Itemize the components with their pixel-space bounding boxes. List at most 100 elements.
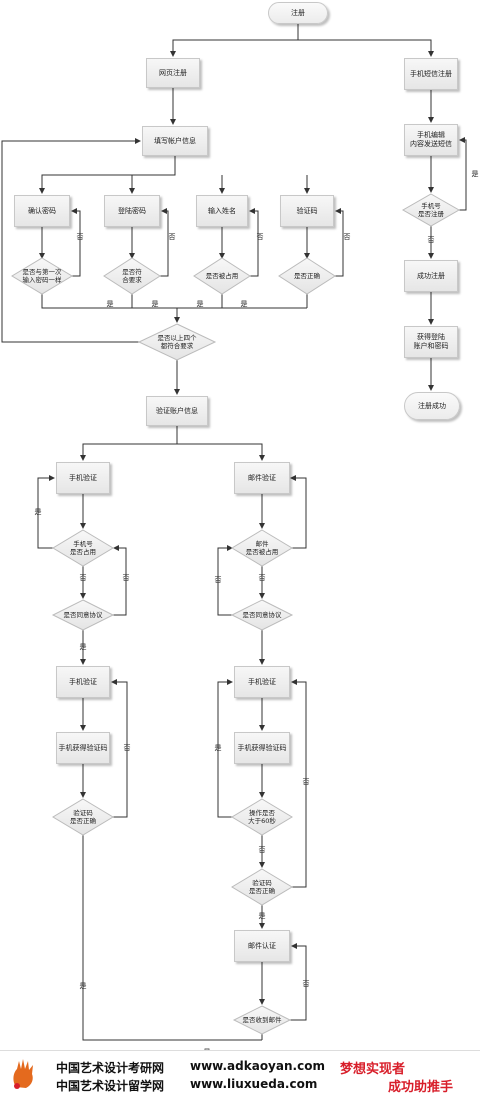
node-phone-get-code-left: 手机获得验证码	[56, 732, 110, 764]
node-phone-get-code-right: 手机获得验证码	[234, 732, 290, 764]
connector	[82, 835, 262, 1041]
node-sms-reg: 手机短信注册	[404, 58, 458, 90]
decision-d-phone-reg: 手机号 是否注册	[418, 202, 444, 218]
diamond-d-code-right	[231, 868, 293, 906]
decision-d-phone-used: 手机号 是否占用	[70, 540, 96, 556]
footer-url-2[interactable]: www.liuxueda.com	[190, 1077, 318, 1091]
no-label: 否	[258, 574, 266, 582]
yes-label: 是	[79, 643, 87, 651]
decision-d-agree-right: 是否同意协议	[242, 611, 282, 619]
yes-label: 是	[106, 300, 114, 308]
decision-d-op-60s: 操作是否 大于60秒	[248, 809, 276, 825]
connector	[37, 475, 55, 549]
node-email-auth: 邮件认证	[234, 930, 290, 962]
footer-site-name-2: 中国艺术设计留学网	[56, 1079, 165, 1093]
decision-d-name-used: 是否被占用	[205, 272, 239, 280]
node-reg-ok: 成功注册	[404, 260, 458, 292]
diamond-d-agree-left	[51, 599, 115, 631]
no-label: 否	[302, 778, 310, 786]
footer-slogan-1: 梦想实现者	[340, 1062, 406, 1077]
no-label: 否	[256, 233, 264, 241]
diamond-d-code-left	[52, 798, 114, 836]
yes-label: 是	[196, 300, 204, 308]
connector	[39, 156, 176, 194]
yes-label: 是	[151, 300, 159, 308]
no-label: 否	[214, 576, 222, 584]
node-get-account: 获得登陆 账户和密码	[404, 326, 458, 358]
diamond-d-phone-reg	[401, 193, 461, 227]
connector	[290, 943, 307, 1021]
node-input-name: 输入姓名	[196, 195, 248, 227]
connector	[71, 208, 81, 277]
diamond-d-all-ok	[137, 323, 217, 361]
no-label: 否	[123, 744, 131, 752]
yes-label: 是	[34, 508, 42, 516]
decision-d-email-used: 邮件 是否被占用	[245, 540, 279, 556]
yes-label: 是	[258, 912, 266, 920]
node-captcha: 验证码	[280, 195, 334, 227]
node-phone-verify: 手机验证	[56, 462, 110, 494]
flowchart-canvas	[1, 24, 467, 1041]
no-label: 否	[79, 574, 87, 582]
connector	[111, 679, 128, 818]
node-phone-verify2: 手机验证	[56, 666, 110, 698]
diamond-d-email-recv	[232, 1005, 292, 1035]
yes-label: 是	[214, 744, 222, 752]
decision-d-all-ok: 是否以上四个 都符合要求	[157, 334, 197, 350]
connector	[41, 294, 307, 309]
node-web-reg: 网页注册	[146, 58, 200, 88]
footer-url-1[interactable]: www.adkaoyan.com	[190, 1059, 325, 1073]
connector	[290, 475, 307, 549]
hand-logo-icon	[13, 1059, 33, 1089]
connector	[80, 426, 178, 461]
yes-label: 是	[471, 170, 479, 178]
decision-d-email-recv: 是否收到邮件	[242, 1016, 282, 1024]
node-phone-edit: 手机编辑 内容发送短信	[404, 124, 458, 156]
diamond-d-phone-used	[52, 529, 114, 567]
node-reg-success: 注册成功	[404, 392, 460, 420]
node-email-verify: 邮件验证	[234, 462, 290, 494]
diamond-d-same-pwd	[11, 257, 73, 295]
connector	[298, 39, 434, 57]
connector	[1, 138, 141, 343]
connector	[160, 208, 169, 277]
footer-site-name-1: 中国艺术设计考研网	[56, 1061, 165, 1075]
diamond-d-agree-right	[230, 599, 294, 631]
no-label: 否	[343, 233, 351, 241]
diamond-d-name-used	[193, 257, 251, 295]
node-fill-info: 填写帐户信息	[142, 126, 208, 156]
no-label: 否	[122, 574, 130, 582]
diamond-d-op-60s	[231, 798, 293, 836]
no-label: 否	[302, 980, 310, 988]
decision-d-same-pwd: 是否与第一次 输入密码一样	[22, 268, 62, 284]
connector	[113, 545, 127, 616]
node-confirm-pwd: 确认密码	[14, 195, 70, 227]
connector	[335, 208, 344, 277]
no-label: 否	[76, 233, 84, 241]
decision-d-code-left: 验证码 是否正确	[70, 809, 96, 825]
connector	[291, 679, 307, 888]
no-label: 否	[168, 233, 176, 241]
footer-banner: 中国艺术设计考研网 中国艺术设计留学网 www.adkaoyan.com www…	[0, 1050, 480, 1096]
footer-slogan-2: 成功助推手	[388, 1080, 454, 1095]
connector	[459, 137, 467, 211]
diamond-d-email-used	[231, 529, 293, 567]
connector	[249, 208, 259, 277]
connector	[217, 679, 233, 818]
diamond-d-captcha-ok	[278, 257, 336, 295]
decision-d-captcha-ok: 是否正确	[294, 272, 320, 280]
yes-label: 是	[240, 300, 248, 308]
yes-label: 是	[79, 982, 87, 990]
node-verify-info: 验证账户信息	[146, 396, 208, 426]
node-start: 注册	[268, 2, 328, 24]
connector	[217, 545, 233, 616]
diamond-d-pwd-req	[103, 257, 161, 295]
decision-d-code-right: 验证码 是否正确	[249, 879, 275, 895]
node-phone-verify3: 手机验证	[234, 666, 290, 698]
node-login-pwd: 登陆密码	[104, 195, 160, 227]
no-label: 否	[427, 236, 435, 244]
connector	[170, 24, 299, 57]
connector	[177, 443, 265, 461]
no-label: 否	[258, 846, 266, 854]
decision-d-pwd-req: 是否符 合要求	[122, 268, 142, 284]
